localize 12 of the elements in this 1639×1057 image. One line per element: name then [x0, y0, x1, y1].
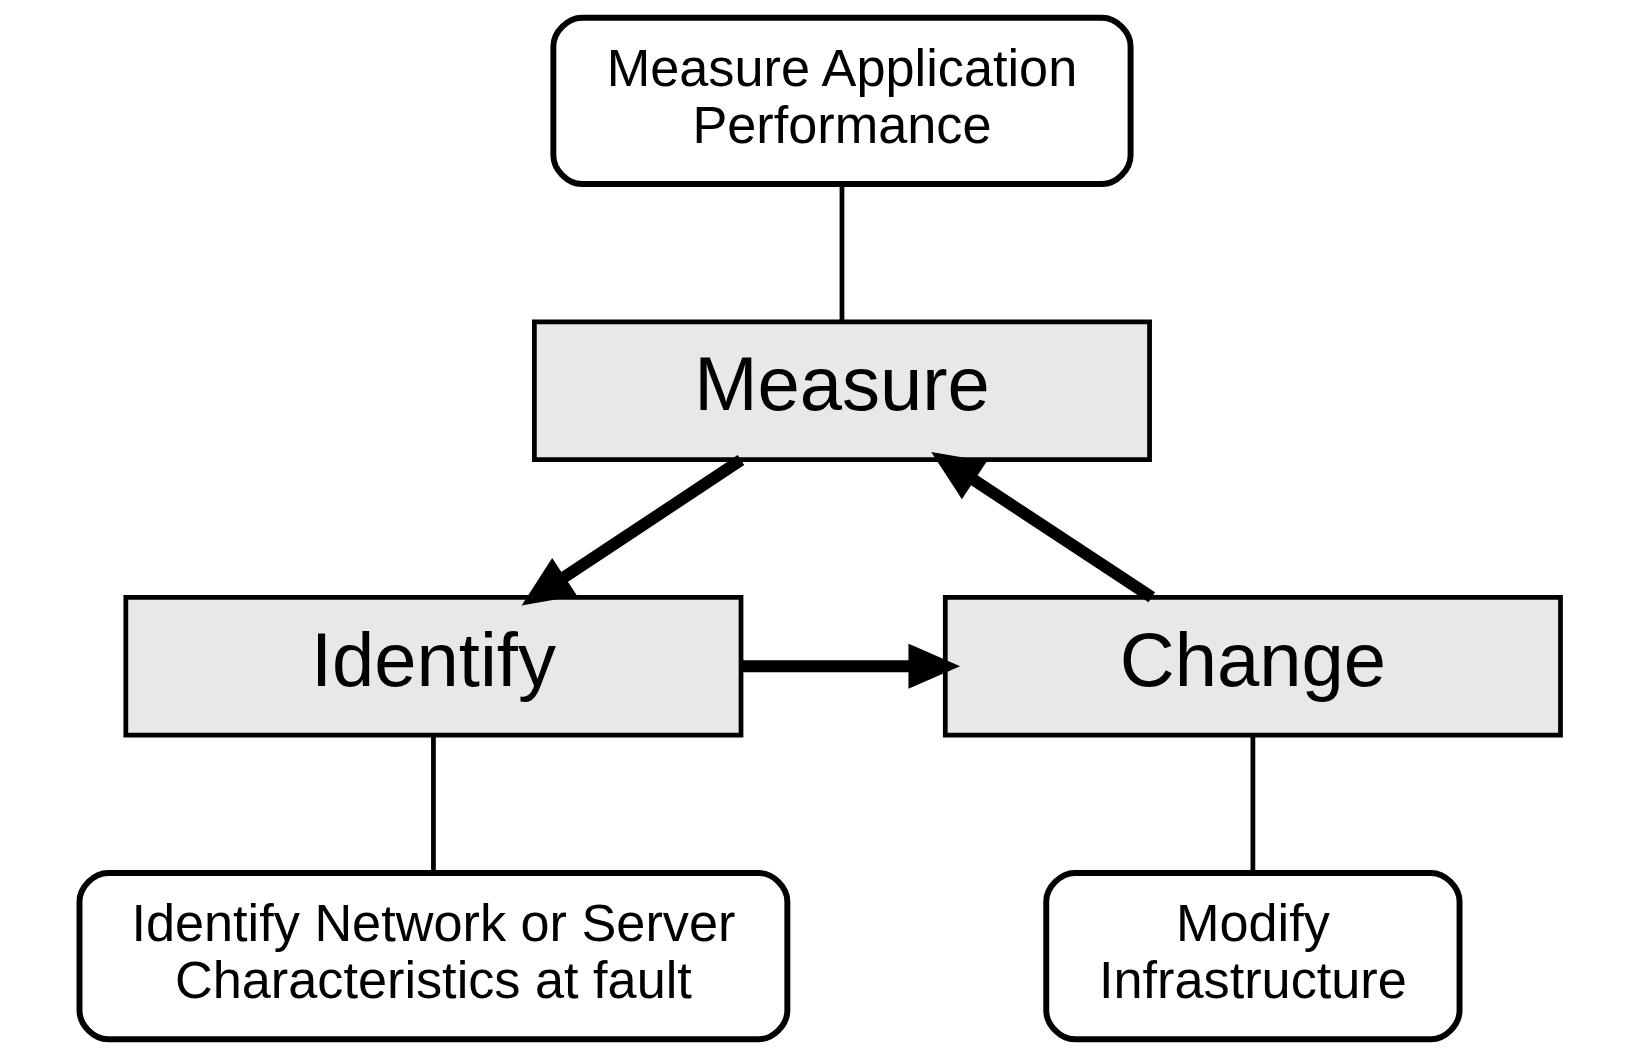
node-box: Measure — [531, 319, 1152, 462]
node-box: Identify Network or Server Characteristics at fault — [76, 869, 790, 1043]
node-box: Change — [942, 595, 1563, 738]
arrow — [930, 451, 1155, 603]
node-box: Identify — [122, 595, 743, 738]
arrow — [521, 455, 744, 606]
connector — [430, 735, 436, 872]
connector — [839, 184, 844, 322]
connector — [1250, 735, 1255, 872]
arrow — [741, 643, 960, 689]
node-box: Modify Infrastructure — [1042, 869, 1462, 1043]
node-box: Measure Application Performance — [549, 14, 1134, 188]
